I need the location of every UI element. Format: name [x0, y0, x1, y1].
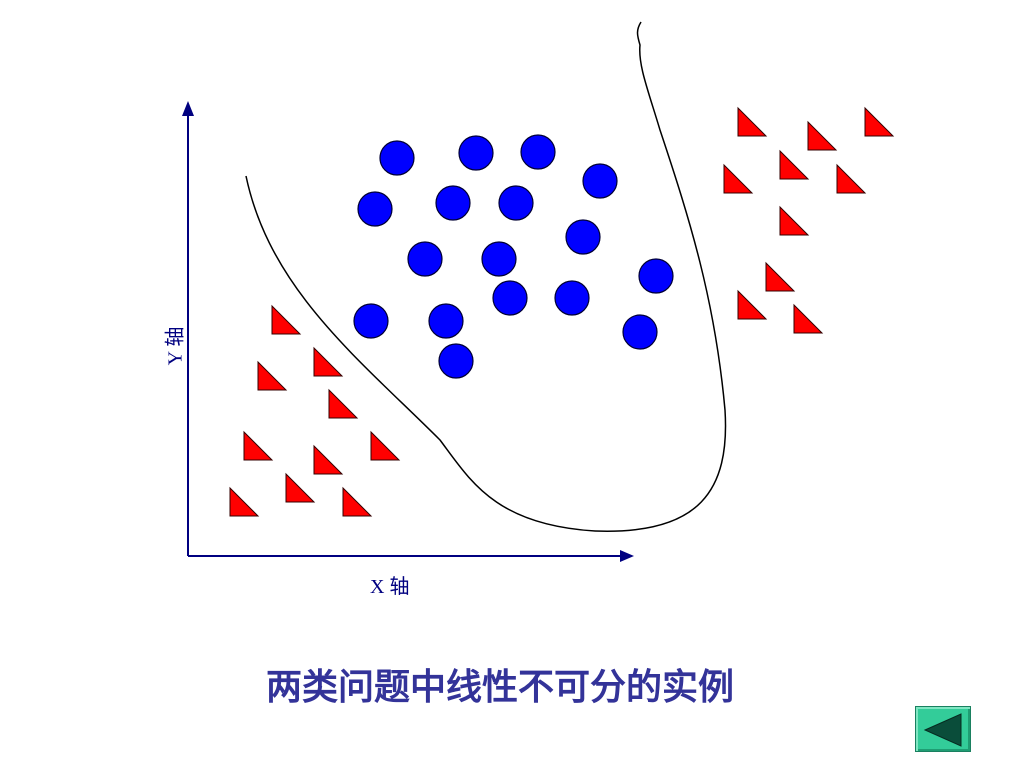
circle-point [565, 219, 601, 255]
circle-point [379, 140, 415, 176]
circle-point [554, 280, 590, 316]
circle-point [458, 135, 494, 171]
triangle-point [285, 472, 316, 503]
axes [182, 101, 634, 562]
circle-point [622, 314, 658, 350]
circle-point [492, 280, 528, 316]
circle-point [357, 191, 393, 227]
triangle-point [779, 205, 810, 236]
circle-point [481, 241, 517, 277]
x-axis-arrowhead [620, 550, 634, 562]
triangle-point [243, 430, 274, 461]
circle-point [407, 241, 443, 277]
triangle-point [328, 388, 359, 419]
triangle-point [779, 149, 810, 180]
y-axis-label: Y 轴 [164, 326, 187, 366]
decision-boundary-curve [245, 21, 727, 532]
triangle-point [342, 486, 373, 517]
triangle-point [723, 163, 754, 194]
triangle-point [836, 163, 867, 194]
triangle-point [737, 106, 768, 137]
triangle-point [313, 444, 344, 475]
circle-point [498, 185, 534, 221]
triangle-point [271, 304, 302, 335]
triangle-point [313, 346, 344, 377]
x-axis-label: X 轴 [370, 576, 410, 598]
circle-point [435, 185, 471, 221]
circle-point [520, 134, 556, 170]
back-button[interactable] [915, 706, 971, 752]
left-triangle-icon [923, 713, 962, 747]
triangle-class-points [229, 106, 895, 517]
triangle-point [257, 360, 288, 391]
triangle-point [229, 486, 260, 517]
slide-caption: 两类问题中线性不可分的实例 [265, 667, 734, 708]
triangle-point [737, 289, 768, 320]
circle-point [428, 303, 464, 339]
triangle-point [370, 430, 401, 461]
circle-point [638, 258, 674, 294]
triangle-point [793, 303, 824, 334]
triangle-point [807, 120, 838, 151]
triangle-point [765, 261, 796, 292]
y-axis-arrowhead [182, 101, 194, 116]
circle-point [353, 303, 389, 339]
circle-class-points [353, 134, 674, 379]
circle-point [438, 343, 474, 379]
circle-point [582, 163, 618, 199]
triangle-point [864, 106, 895, 137]
